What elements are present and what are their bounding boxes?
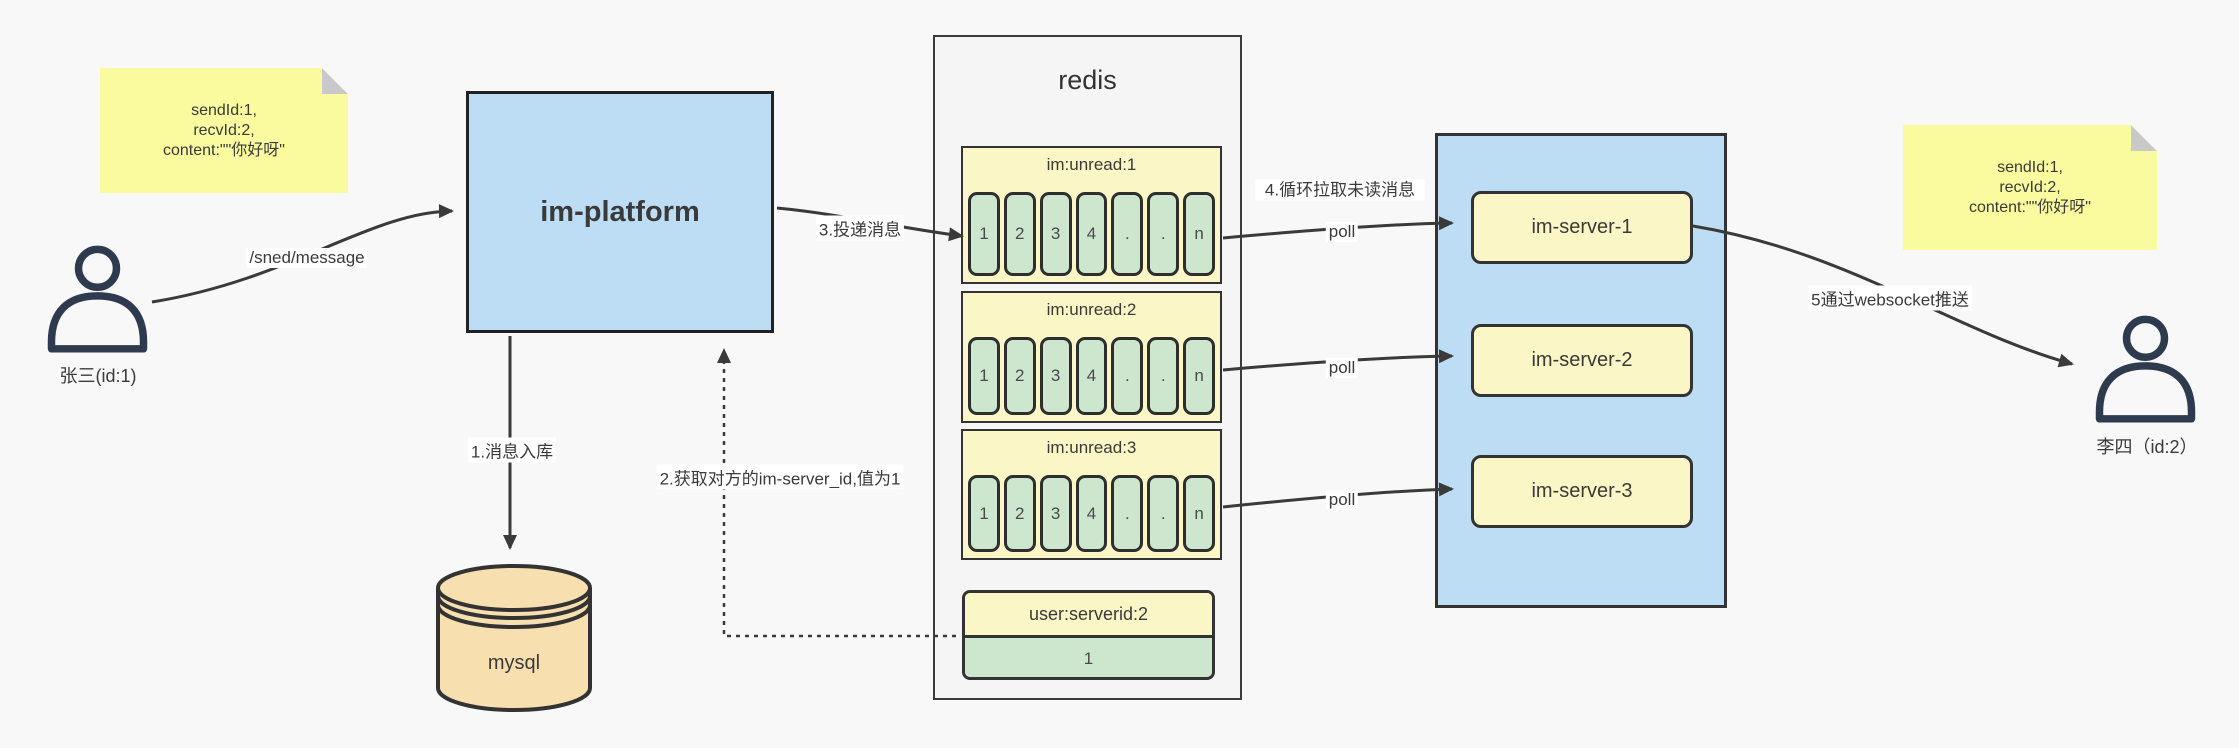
arrow-step2-dashed bbox=[717, 348, 956, 638]
redis-title: redis bbox=[1058, 65, 1117, 95]
note-fold-icon bbox=[322, 68, 348, 94]
im-platform-box: im-platform bbox=[466, 91, 774, 333]
queue-cells: 1 2 3 4 . . n bbox=[968, 337, 1216, 415]
queue-cell: 3 bbox=[1039, 192, 1072, 276]
queue-cell: 3 bbox=[1039, 475, 1072, 552]
note-line: sendId:1, bbox=[1997, 158, 2063, 176]
queue-cell: 4 bbox=[1075, 337, 1108, 415]
sticky-note-left: sendId:1, recvId:2, content:""你好呀" bbox=[100, 68, 348, 193]
queue-cell: 1 bbox=[968, 475, 1000, 552]
redis-kv-user-serverid: user:serverid:2 1 bbox=[962, 590, 1215, 680]
note-line: content:""你好呀" bbox=[163, 141, 285, 159]
mysql-label: mysql bbox=[487, 652, 541, 674]
im-server-cluster: im-server-1 im-server-2 im-server-3 bbox=[1435, 133, 1727, 608]
edge-label-poll-3: poll bbox=[1325, 490, 1359, 510]
kv-value: 1 bbox=[965, 638, 1212, 677]
queue-cell: . bbox=[1147, 192, 1180, 276]
queue-key-label: im:unread:2 bbox=[1046, 300, 1137, 319]
edge-label-step4: 4.循环拉取未读消息 bbox=[1255, 179, 1425, 201]
queue-cell: 4 bbox=[1075, 192, 1108, 276]
queue-key-label: im:unread:3 bbox=[1046, 438, 1137, 457]
redis-container: redis im:unread:1 1 2 3 4 . . n im:unrea… bbox=[933, 35, 1242, 700]
queue-cell: 3 bbox=[1039, 337, 1072, 415]
queue-key-label: im:unread:1 bbox=[1046, 155, 1137, 174]
sender-name-label: 张三(id:1) bbox=[59, 366, 137, 386]
queue-cell: 1 bbox=[968, 337, 1000, 415]
im-server-1-box: im-server-1 bbox=[1471, 191, 1693, 264]
queue-cells: 1 2 3 4 . . n bbox=[968, 192, 1216, 276]
queue-cell: . bbox=[1111, 475, 1144, 552]
queue-cell: . bbox=[1111, 337, 1144, 415]
note-line: recvId:2, bbox=[193, 121, 255, 139]
edge-label-poll-1: poll bbox=[1325, 222, 1359, 242]
note-line: content:""你好呀" bbox=[1969, 198, 2091, 216]
queue-cell: 1 bbox=[968, 192, 1000, 276]
edge-label-step3: 3.投递消息 bbox=[815, 215, 905, 241]
edge-label-step5: 5通过websocket推送 bbox=[1808, 285, 1972, 311]
im-server-3-box: im-server-3 bbox=[1471, 455, 1693, 528]
queue-cell: . bbox=[1111, 192, 1144, 276]
redis-queue-unread-2: im:unread:2 1 2 3 4 . . n bbox=[961, 291, 1222, 423]
user-icon-receiver bbox=[2088, 313, 2203, 428]
edge-label-step2: 2.获取对方的im-server_id,值为1 bbox=[656, 464, 904, 490]
edge-label-poll-2: poll bbox=[1325, 358, 1359, 378]
queue-cell: 2 bbox=[1003, 337, 1036, 415]
im-server-3-label: im-server-3 bbox=[1531, 480, 1633, 502]
receiver-name-label: 李四（id:2） bbox=[2096, 437, 2198, 457]
redis-queue-unread-3: im:unread:3 1 2 3 4 . . n bbox=[961, 429, 1222, 560]
queue-cells: 1 2 3 4 . . n bbox=[968, 475, 1216, 552]
mysql-database-icon bbox=[435, 562, 593, 714]
queue-cell: n bbox=[1183, 475, 1216, 552]
edge-label-step1: 1.消息入库 bbox=[467, 437, 557, 463]
im-server-1-label: im-server-1 bbox=[1531, 216, 1633, 238]
redis-queue-unread-1: im:unread:1 1 2 3 4 . . n bbox=[961, 146, 1222, 284]
edge-label-send-message: /sned/message bbox=[246, 248, 368, 268]
queue-cell: 2 bbox=[1003, 192, 1036, 276]
queue-cell: n bbox=[1183, 337, 1216, 415]
user-icon-sender bbox=[40, 243, 155, 358]
note-fold-icon bbox=[2131, 125, 2157, 151]
queue-cell: 4 bbox=[1075, 475, 1108, 552]
im-platform-label: im-platform bbox=[540, 195, 700, 228]
kv-key-label: user:serverid:2 bbox=[965, 593, 1212, 638]
queue-cell: n bbox=[1183, 192, 1216, 276]
note-line: recvId:2, bbox=[1999, 178, 2061, 196]
note-line: sendId:1, bbox=[191, 101, 257, 119]
im-server-2-label: im-server-2 bbox=[1531, 349, 1633, 371]
queue-cell: . bbox=[1147, 475, 1180, 552]
sticky-note-right: sendId:1, recvId:2, content:""你好呀" bbox=[1903, 125, 2157, 250]
im-server-2-box: im-server-2 bbox=[1471, 324, 1693, 397]
queue-cell: . bbox=[1147, 337, 1180, 415]
queue-cell: 2 bbox=[1003, 475, 1036, 552]
